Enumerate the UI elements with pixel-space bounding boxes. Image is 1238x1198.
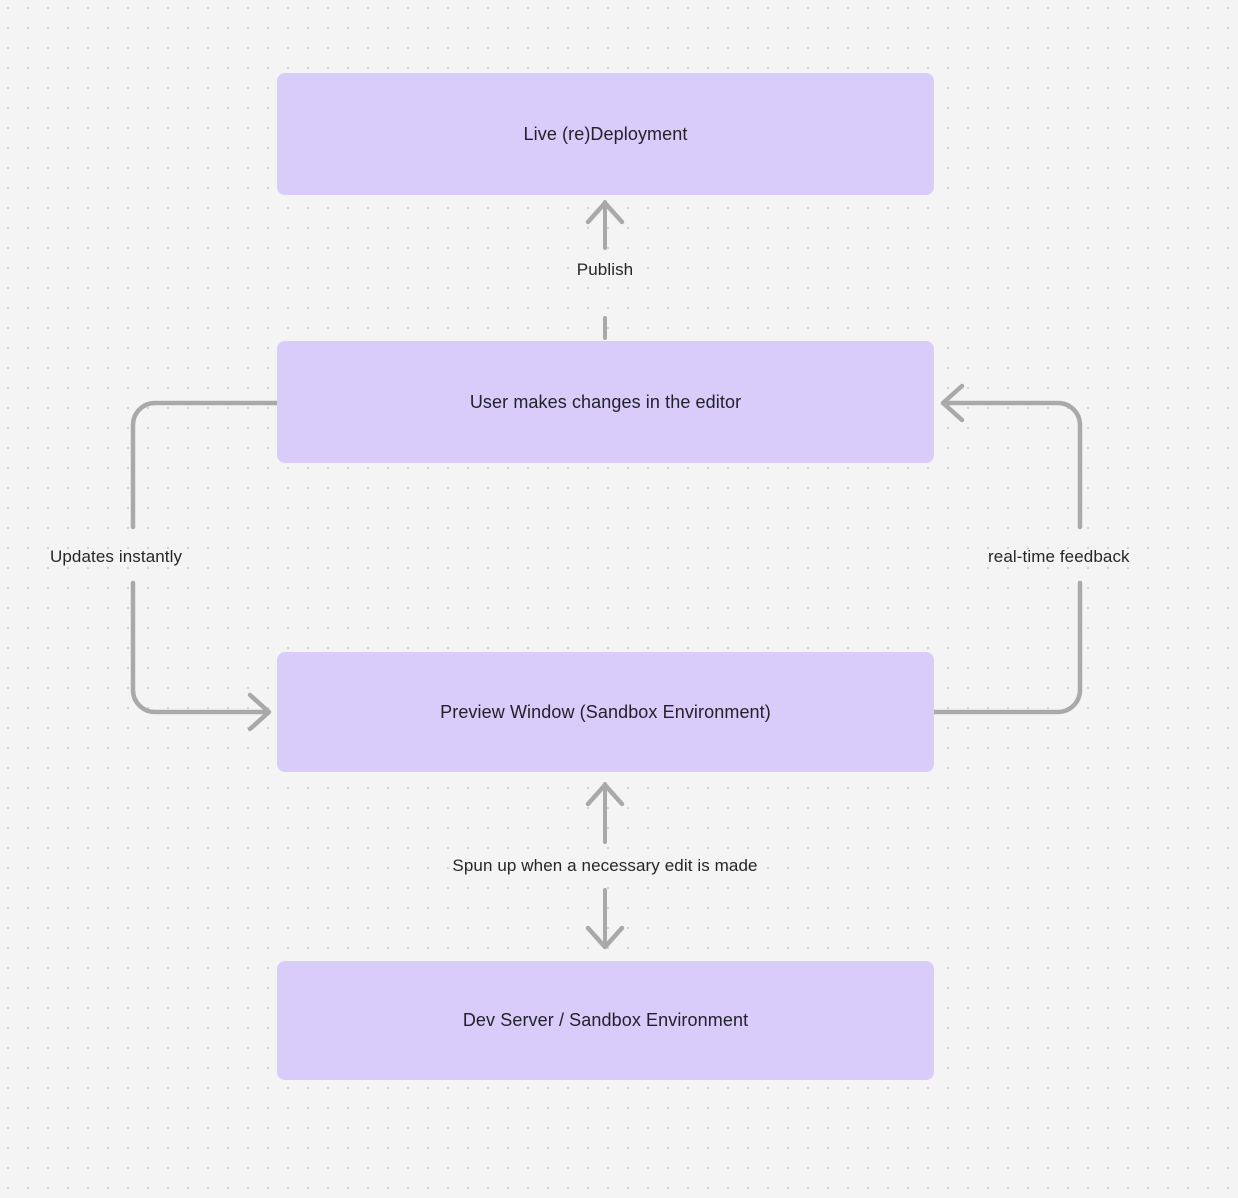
arrowhead-down-spunup <box>585 925 625 950</box>
edge-label-spun-up: Spun up when a necessary edit is made <box>452 855 758 875</box>
edge-label-real-time-feedback: real-time feedback <box>988 547 1130 566</box>
arrowhead-up-spunup <box>585 782 625 807</box>
node-preview-window[interactable]: Preview Window (Sandbox Environment) <box>277 652 934 772</box>
node-label: Dev Server / Sandbox Environment <box>462 1010 749 1031</box>
arrowhead-up-publish <box>585 200 625 225</box>
node-dev-server[interactable]: Dev Server / Sandbox Environment <box>277 961 934 1080</box>
node-label: Preview Window (Sandbox Environment) <box>440 701 771 722</box>
node-label: User makes changes in the editor <box>469 391 742 412</box>
node-live-deployment[interactable]: Live (re)Deployment <box>277 73 934 195</box>
node-label: Live (re)Deployment <box>523 123 688 144</box>
node-user-edits[interactable]: User makes changes in the editor <box>277 341 934 463</box>
arrowhead-right-updates <box>247 692 272 732</box>
edge-label-updates-instantly: Updates instantly <box>50 547 183 566</box>
edge-label-publish: Publish <box>576 259 634 279</box>
arrowhead-left-feedback <box>940 383 965 423</box>
